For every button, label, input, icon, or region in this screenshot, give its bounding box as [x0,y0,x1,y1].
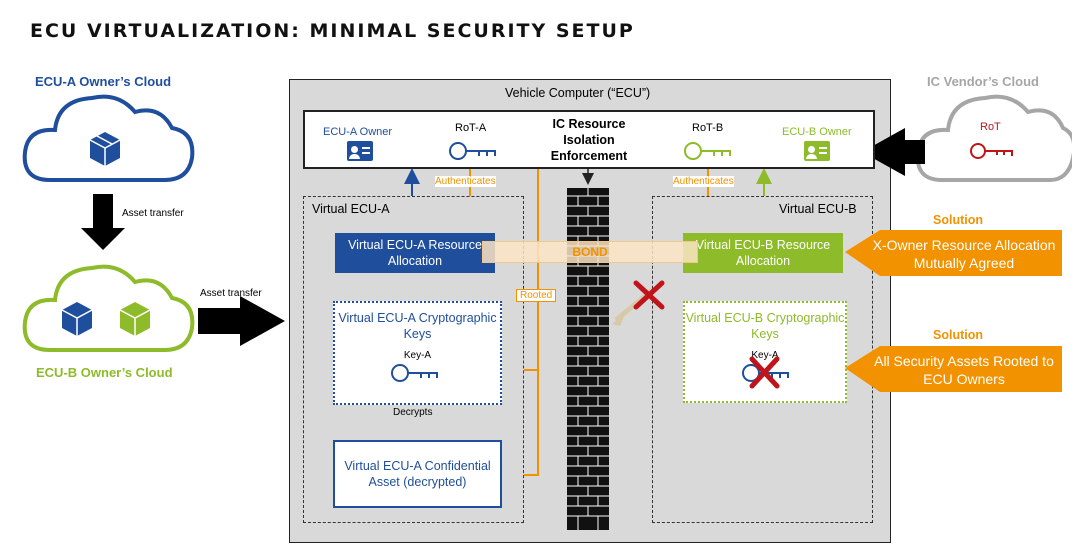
bond-bar: BOND [482,241,698,263]
solution-text: All Security Assets Rooted to ECU Owners [874,353,1054,387]
package-icon [89,132,121,166]
id-card-icon [804,141,830,161]
decrypts-label: Decrypts [393,407,433,418]
cloud-icon [915,94,1072,182]
virtual-ecu-b-title: Virtual ECU-B [779,202,857,216]
key-a-label: Key-A [751,350,779,361]
virtual-ecu-b-keys-box: Virtual ECU-B Cryptographic Keys Key-A [683,301,847,403]
key-icon [970,143,1013,159]
ecu-b-owner-label: ECU-B Owner [782,126,852,138]
virtual-ecu-a-keys-label: Virtual ECU-A Cryptographic Keys [338,311,497,341]
asset-transfer-label: Asset transfer [200,288,262,299]
package-icon [119,302,151,336]
vehicle-computer-label: Vehicle Computer (“ECU”) [505,86,651,100]
top-bar [303,110,875,169]
rot-b-label: RoT-B [692,122,724,134]
package-icon [61,302,93,336]
ecu-b-cloud-label: ECU-B Owner’s Cloud [36,365,173,380]
virtual-ecu-a-title: Virtual ECU-A [312,202,390,216]
asset-transfer-label: Asset transfer [122,208,184,219]
id-card-icon [347,141,373,161]
authenticates-a-label: Authenticates [435,176,496,187]
virtual-ecu-a-allocation: Virtual ECU-A Resource Allocation [335,233,495,273]
authenticates-b-label: Authenticates [673,176,734,187]
virtual-ecu-a-keys-box: Virtual ECU-A Cryptographic Keys Key-A [333,301,502,405]
ecu-a-owner-label: ECU-A Owner [323,126,393,138]
virtual-ecu-b-allocation: Virtual ECU-B Resource Allocation [683,233,843,273]
arrow-icon [81,128,925,346]
solution-heading: Solution [933,328,983,342]
key-a-label: Key-A [403,350,432,361]
solution-text: X-Owner Resource Allocation Mutually Agr… [872,237,1056,271]
isolation-label: IC Resource Isolation Enforcement [550,117,628,163]
virtual-ecu-a-asset: Virtual ECU-A Confidential Asset (decryp… [333,440,502,508]
page-title: ECU VIRTUALIZATION: MINIMAL SECURITY SET… [30,20,635,42]
solution-heading: Solution [933,213,983,227]
vendor-rot-label: RoT [980,121,1001,133]
vendor-cloud-label: IC Vendor’s Cloud [927,74,1039,89]
virtual-ecu-b-keys-label: Virtual ECU-B Cryptographic Keys [685,311,845,341]
ecu-a-cloud-label: ECU-A Owner’s Cloud [35,74,172,89]
cloud-icon [22,264,195,352]
rot-a-label: RoT-A [455,122,487,134]
rooted-label: Rooted [516,289,557,302]
